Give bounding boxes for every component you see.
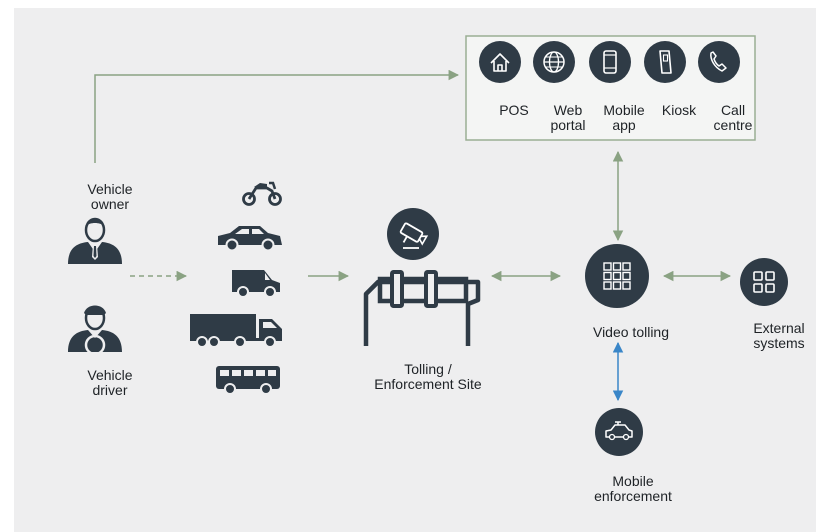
truck-icon	[190, 314, 282, 348]
car-icon	[218, 226, 282, 252]
hub-label: Video tolling	[592, 324, 670, 340]
diagram-graphics	[68, 35, 788, 456]
vehicle-owner-icon	[68, 217, 122, 264]
van-icon	[232, 270, 280, 298]
channel-label-pos: POS	[499, 102, 529, 118]
gantry-icon	[363, 270, 481, 346]
camera-icon	[387, 208, 439, 260]
owner-to-channels-arrow	[94, 69, 460, 163]
apps-icon	[740, 258, 788, 306]
channel-label-call-centre: Call centre	[713, 102, 753, 133]
phone-icon	[698, 41, 740, 83]
channel-label-web-portal: Web portal	[550, 102, 586, 133]
kiosk-icon	[644, 41, 686, 83]
home-icon	[479, 41, 521, 83]
external-systems-label: External systems	[753, 320, 805, 351]
globe-icon	[533, 41, 575, 83]
motorcycle-icon	[242, 181, 282, 206]
vehicle-driver-icon	[68, 305, 122, 356]
bus-icon	[216, 366, 280, 395]
mobile-enforcement-label: Mobile enforcement	[594, 473, 672, 504]
channel-label-kiosk: Kiosk	[661, 102, 697, 118]
channel-label-mobile-app: Mobile app	[603, 102, 645, 133]
vehicle-driver-label: Vehicle driver	[87, 367, 133, 398]
site-label: Tolling / Enforcement Site	[374, 361, 482, 392]
grid-icon	[585, 244, 649, 308]
vehicle-owner-label: Vehicle owner	[87, 181, 133, 212]
mobile-phone-icon	[589, 41, 631, 83]
patrol-car-icon	[595, 408, 643, 456]
diagram-canvas: Vehicle owner Vehicle driver POS Web por…	[14, 8, 816, 532]
